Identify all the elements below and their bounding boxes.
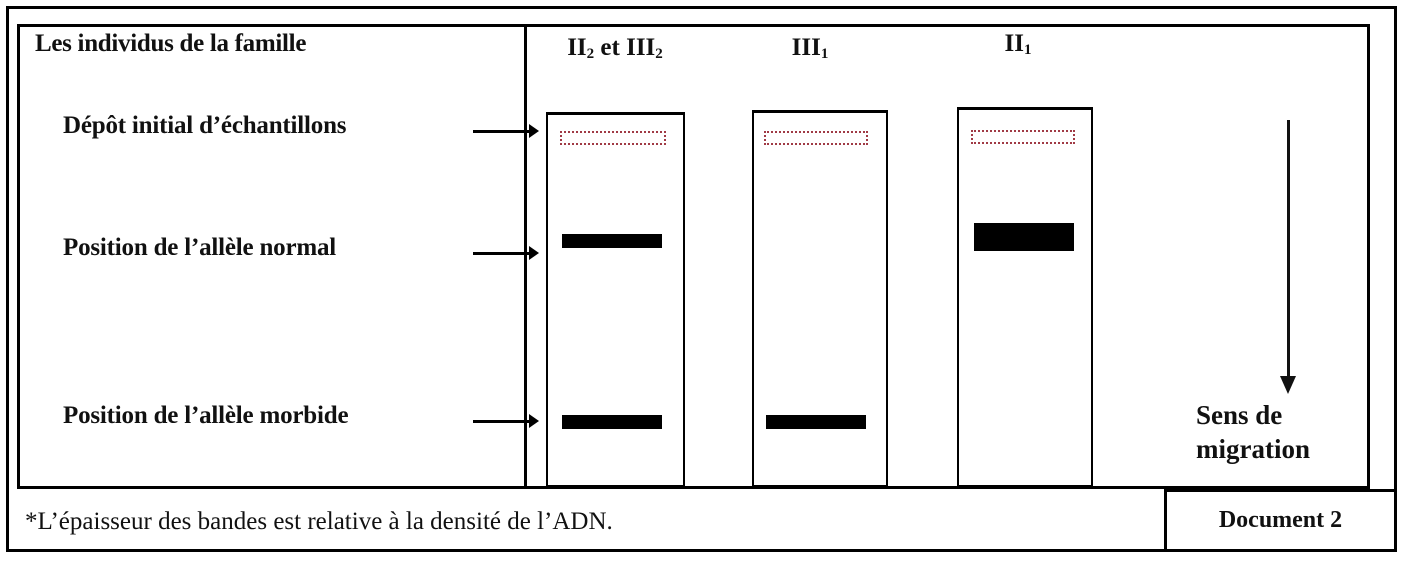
label-morbid-allele: Position de l’allèle morbide — [63, 402, 349, 429]
migration-arrow-down-icon — [1280, 376, 1296, 394]
sample-well — [560, 131, 666, 145]
lane-header-II2-III2: II2 et III2 — [567, 34, 663, 62]
migration-arrow-shaft — [1287, 120, 1290, 378]
outer-frame — [6, 6, 1397, 552]
label-deposit: Dépôt initial d’échantillons — [63, 112, 347, 139]
gel-lane-II1 — [957, 107, 1093, 487]
migration-label-line2: migration — [1196, 434, 1310, 464]
band-morbid-allele — [562, 415, 662, 429]
figure-title: Les individus de la famille — [35, 30, 307, 57]
band-morbid-allele — [766, 415, 866, 429]
label-column-divider — [524, 24, 527, 489]
label-normal-allele: Position de l’allèle normal — [63, 234, 337, 261]
figure-frame — [17, 24, 1370, 489]
footnote: *L’épaisseur des bandes est relative à l… — [25, 508, 613, 535]
arrow-deposit-icon — [473, 124, 539, 138]
sample-well — [971, 130, 1075, 144]
document-label-text: Document 2 — [1218, 507, 1343, 533]
arrow-morbid-icon — [473, 414, 539, 428]
migration-label-line1: Sens de — [1196, 400, 1283, 430]
sample-well — [764, 131, 868, 145]
lane-header-III1: III1 — [791, 34, 829, 62]
gel-lane-III1 — [752, 110, 888, 487]
lane-header-II1: II1 — [1004, 30, 1032, 58]
arrow-normal-icon — [473, 246, 539, 260]
gel-lane-II2-III2 — [546, 112, 685, 487]
migration-label: Sens de migration — [1196, 398, 1310, 466]
band-normal-allele-thick — [974, 223, 1074, 251]
band-normal-allele — [562, 234, 662, 248]
document-label: Document 2 — [1164, 489, 1397, 552]
